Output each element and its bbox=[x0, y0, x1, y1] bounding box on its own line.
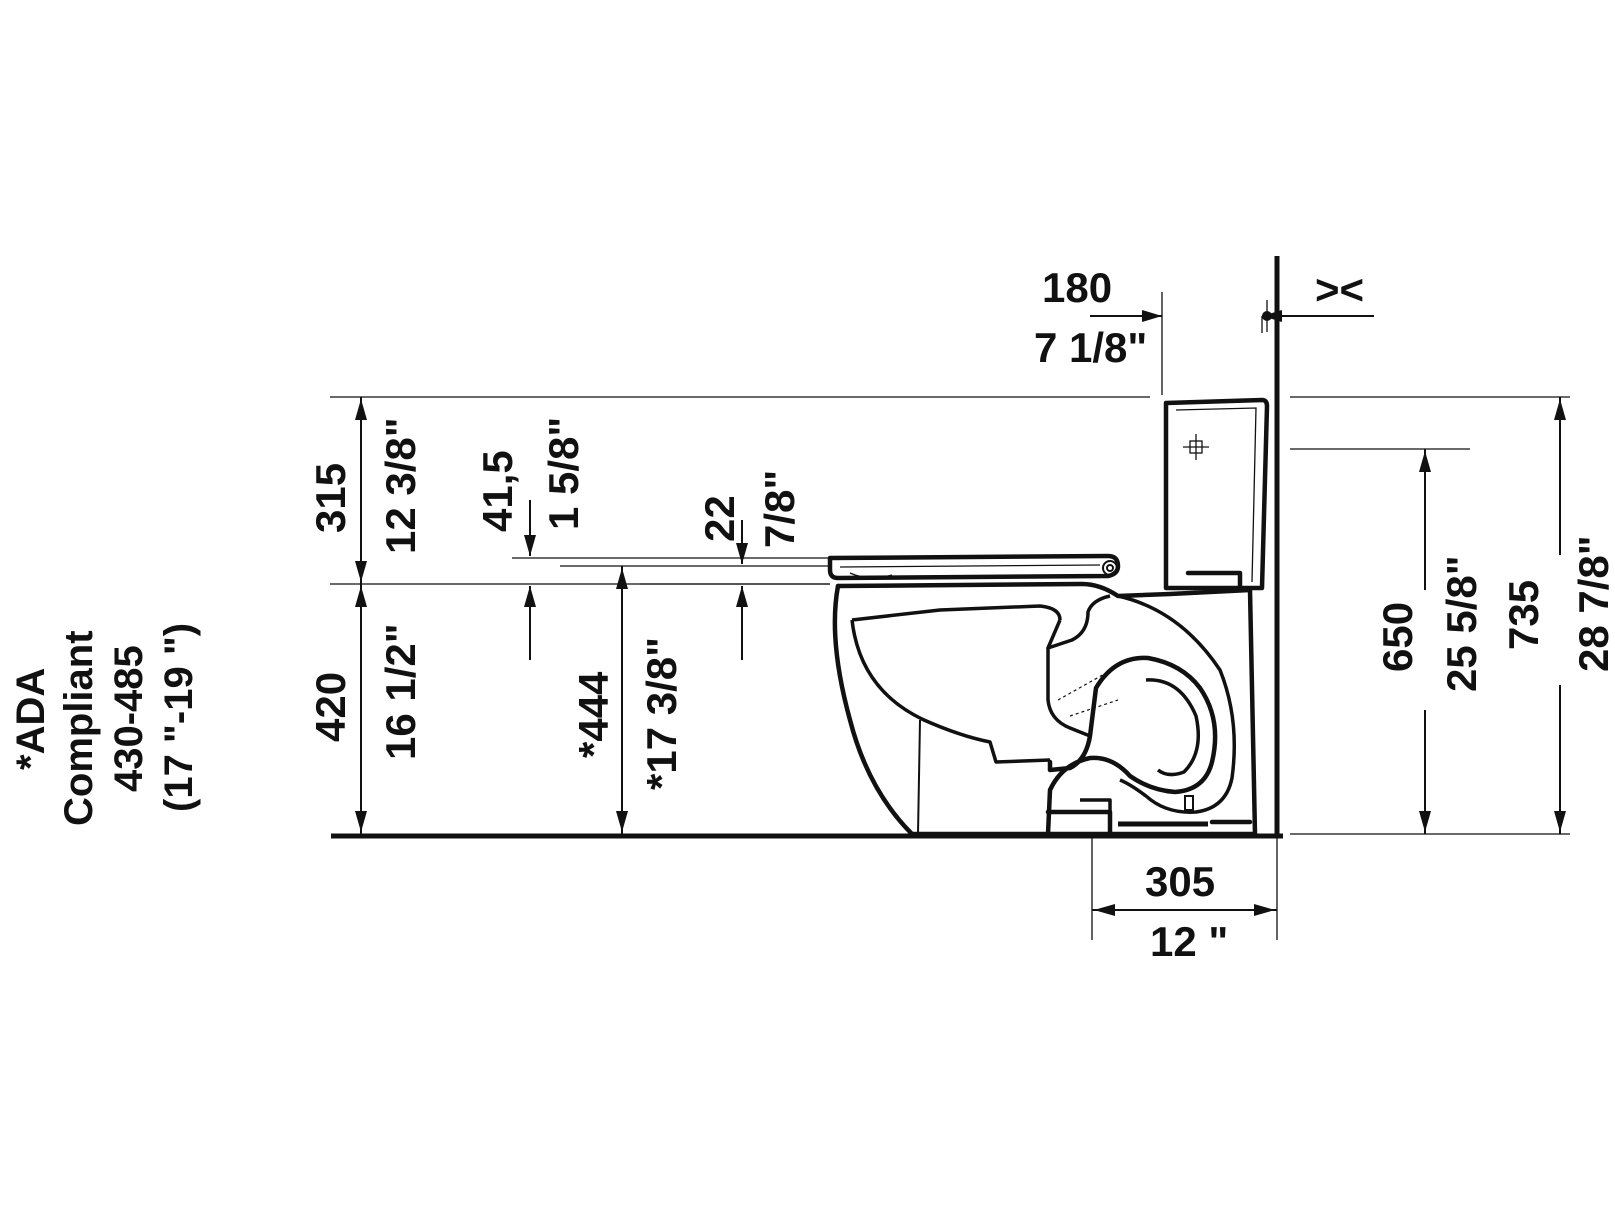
dim-rough-in: 305 12 " bbox=[1091, 836, 1278, 965]
ada-note-line4: (17 "-19 ") bbox=[157, 623, 201, 812]
dim-seat-height: *444 *17 3/8" bbox=[570, 566, 685, 834]
dim-rim-gap: 22 7/8" bbox=[696, 470, 803, 660]
toilet-outline bbox=[827, 397, 1270, 837]
ada-note-line3: 430-485 bbox=[107, 645, 151, 792]
dim-tank-height: 315 12 3/8" bbox=[307, 397, 424, 584]
ada-compliance-note: *ADA Compliant 430-485 (17 "-19 ") bbox=[9, 623, 201, 826]
ada-note-line1: *ADA bbox=[9, 668, 53, 770]
wall-gap-symbol: >< bbox=[1315, 266, 1364, 313]
total-height-mm-label: 735 bbox=[1500, 580, 1547, 650]
tank-offset-mm-label: 180 bbox=[1042, 264, 1112, 311]
rough-in-in-label: 12 " bbox=[1150, 918, 1228, 965]
seat-height-in-label: *17 3/8" bbox=[638, 637, 685, 790]
rim-gap-in-label: 7/8" bbox=[756, 470, 803, 548]
tank-height-in-label: 12 3/8" bbox=[377, 417, 424, 554]
lever-height-mm-label: 650 bbox=[1374, 602, 1421, 672]
rough-in-mm-label: 305 bbox=[1145, 858, 1215, 905]
bowl-outline bbox=[835, 581, 1258, 837]
dim-wall-gap: >< bbox=[1262, 266, 1374, 332]
dim-total-height: 735 28 7/8" bbox=[1500, 397, 1615, 834]
dim-lever-height: 650 25 5/8" bbox=[1374, 449, 1485, 834]
rim-gap-mm-label: 22 bbox=[696, 495, 743, 542]
tank-height-mm-label: 315 bbox=[307, 463, 354, 533]
total-height-in-label: 28 7/8" bbox=[1570, 535, 1615, 672]
seat-thickness-in-label: 1 5/8" bbox=[540, 417, 587, 530]
seat-thickness-mm-label: 41,5 bbox=[474, 450, 521, 532]
seat-height-mm-label: *444 bbox=[570, 671, 617, 758]
dim-seat-thickness: 41,5 1 5/8" bbox=[474, 417, 587, 660]
dim-rim-height: 420 16 1/2" bbox=[307, 584, 424, 834]
rim-height-in-label: 16 1/2" bbox=[377, 623, 424, 760]
rim-height-mm-label: 420 bbox=[307, 672, 354, 742]
ada-note-line2: Compliant bbox=[57, 630, 101, 826]
tank-offset-in-label: 7 1/8" bbox=[1034, 324, 1147, 371]
hinge-icon bbox=[1102, 560, 1118, 576]
lever-height-in-label: 25 5/8" bbox=[1438, 555, 1485, 692]
dim-tank-offset: 180 7 1/8" bbox=[1034, 264, 1263, 395]
